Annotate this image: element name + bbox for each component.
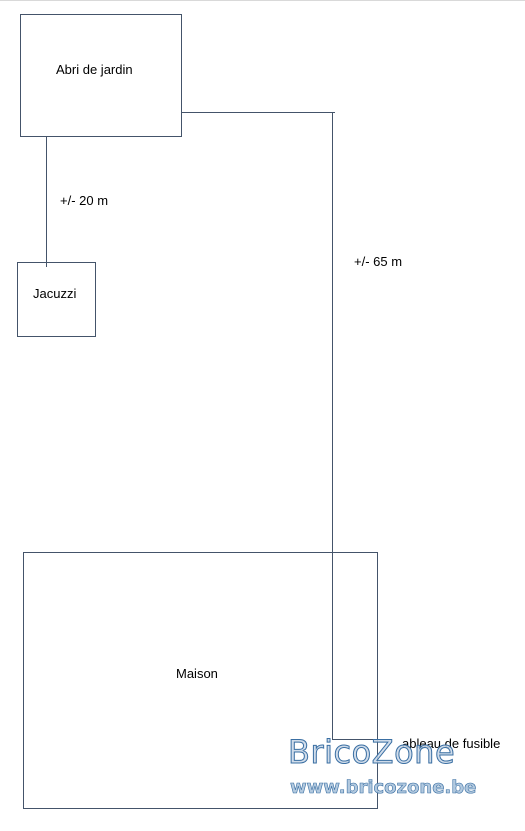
abri-de-jardin-label: Abri de jardin [56, 62, 133, 77]
abri-jacuzzi-distance-label: +/- 20 m [60, 193, 109, 208]
abri-maison-cable-end [332, 739, 378, 740]
maison-label: Maison [176, 666, 218, 681]
abri-maison-distance-label: +/- 65 m [354, 254, 403, 269]
abri-de-jardin-box [20, 14, 182, 137]
tableau-de-fusible-label: ableau de fusible [402, 736, 501, 751]
jacuzzi-box [17, 262, 96, 337]
abri-maison-cable-vertical [332, 112, 333, 740]
maison-box [23, 552, 378, 809]
jacuzzi-label: Jacuzzi [33, 286, 77, 301]
abri-maison-cable-horizontal [182, 112, 335, 113]
page-top-rule [0, 0, 525, 1]
abri-jacuzzi-cable [46, 137, 47, 267]
